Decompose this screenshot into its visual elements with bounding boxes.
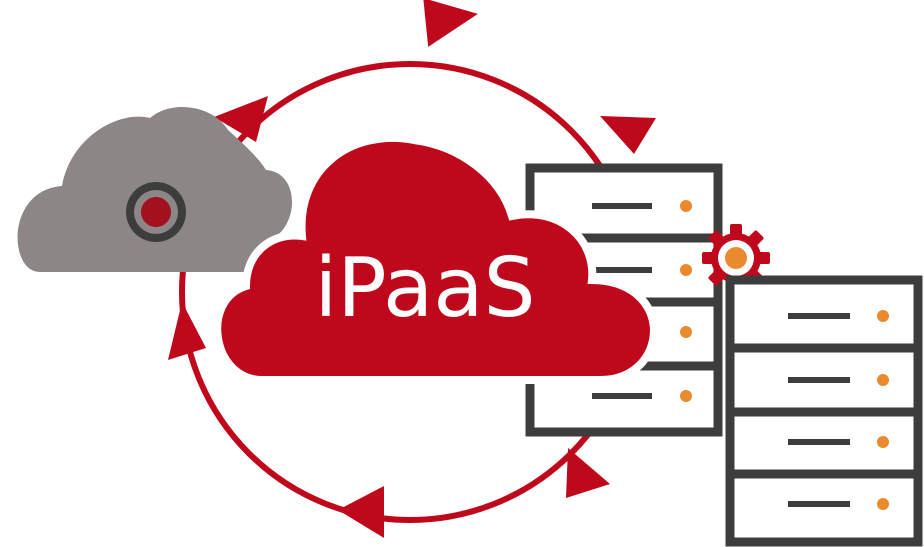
external-cloud-icon	[17, 106, 293, 272]
server-unit	[592, 390, 692, 402]
arrowhead-left	[168, 302, 206, 360]
server-unit	[730, 310, 918, 353]
target-icon	[126, 182, 186, 242]
server-unit	[730, 374, 918, 417]
arrowhead-top	[423, 0, 478, 47]
ipaas-label: iPaaS	[314, 241, 535, 336]
arrowhead-right	[600, 116, 656, 154]
arrowhead-upper-left	[214, 96, 268, 142]
server-rack-front	[725, 275, 923, 547]
arrowhead-lower-right	[566, 448, 610, 498]
ipaas-cloud-icon: iPaaS	[213, 134, 658, 384]
server-unit	[788, 498, 889, 510]
server-unit	[730, 436, 918, 479]
gear-icon	[702, 224, 770, 292]
arrowhead-bottom	[338, 486, 384, 538]
